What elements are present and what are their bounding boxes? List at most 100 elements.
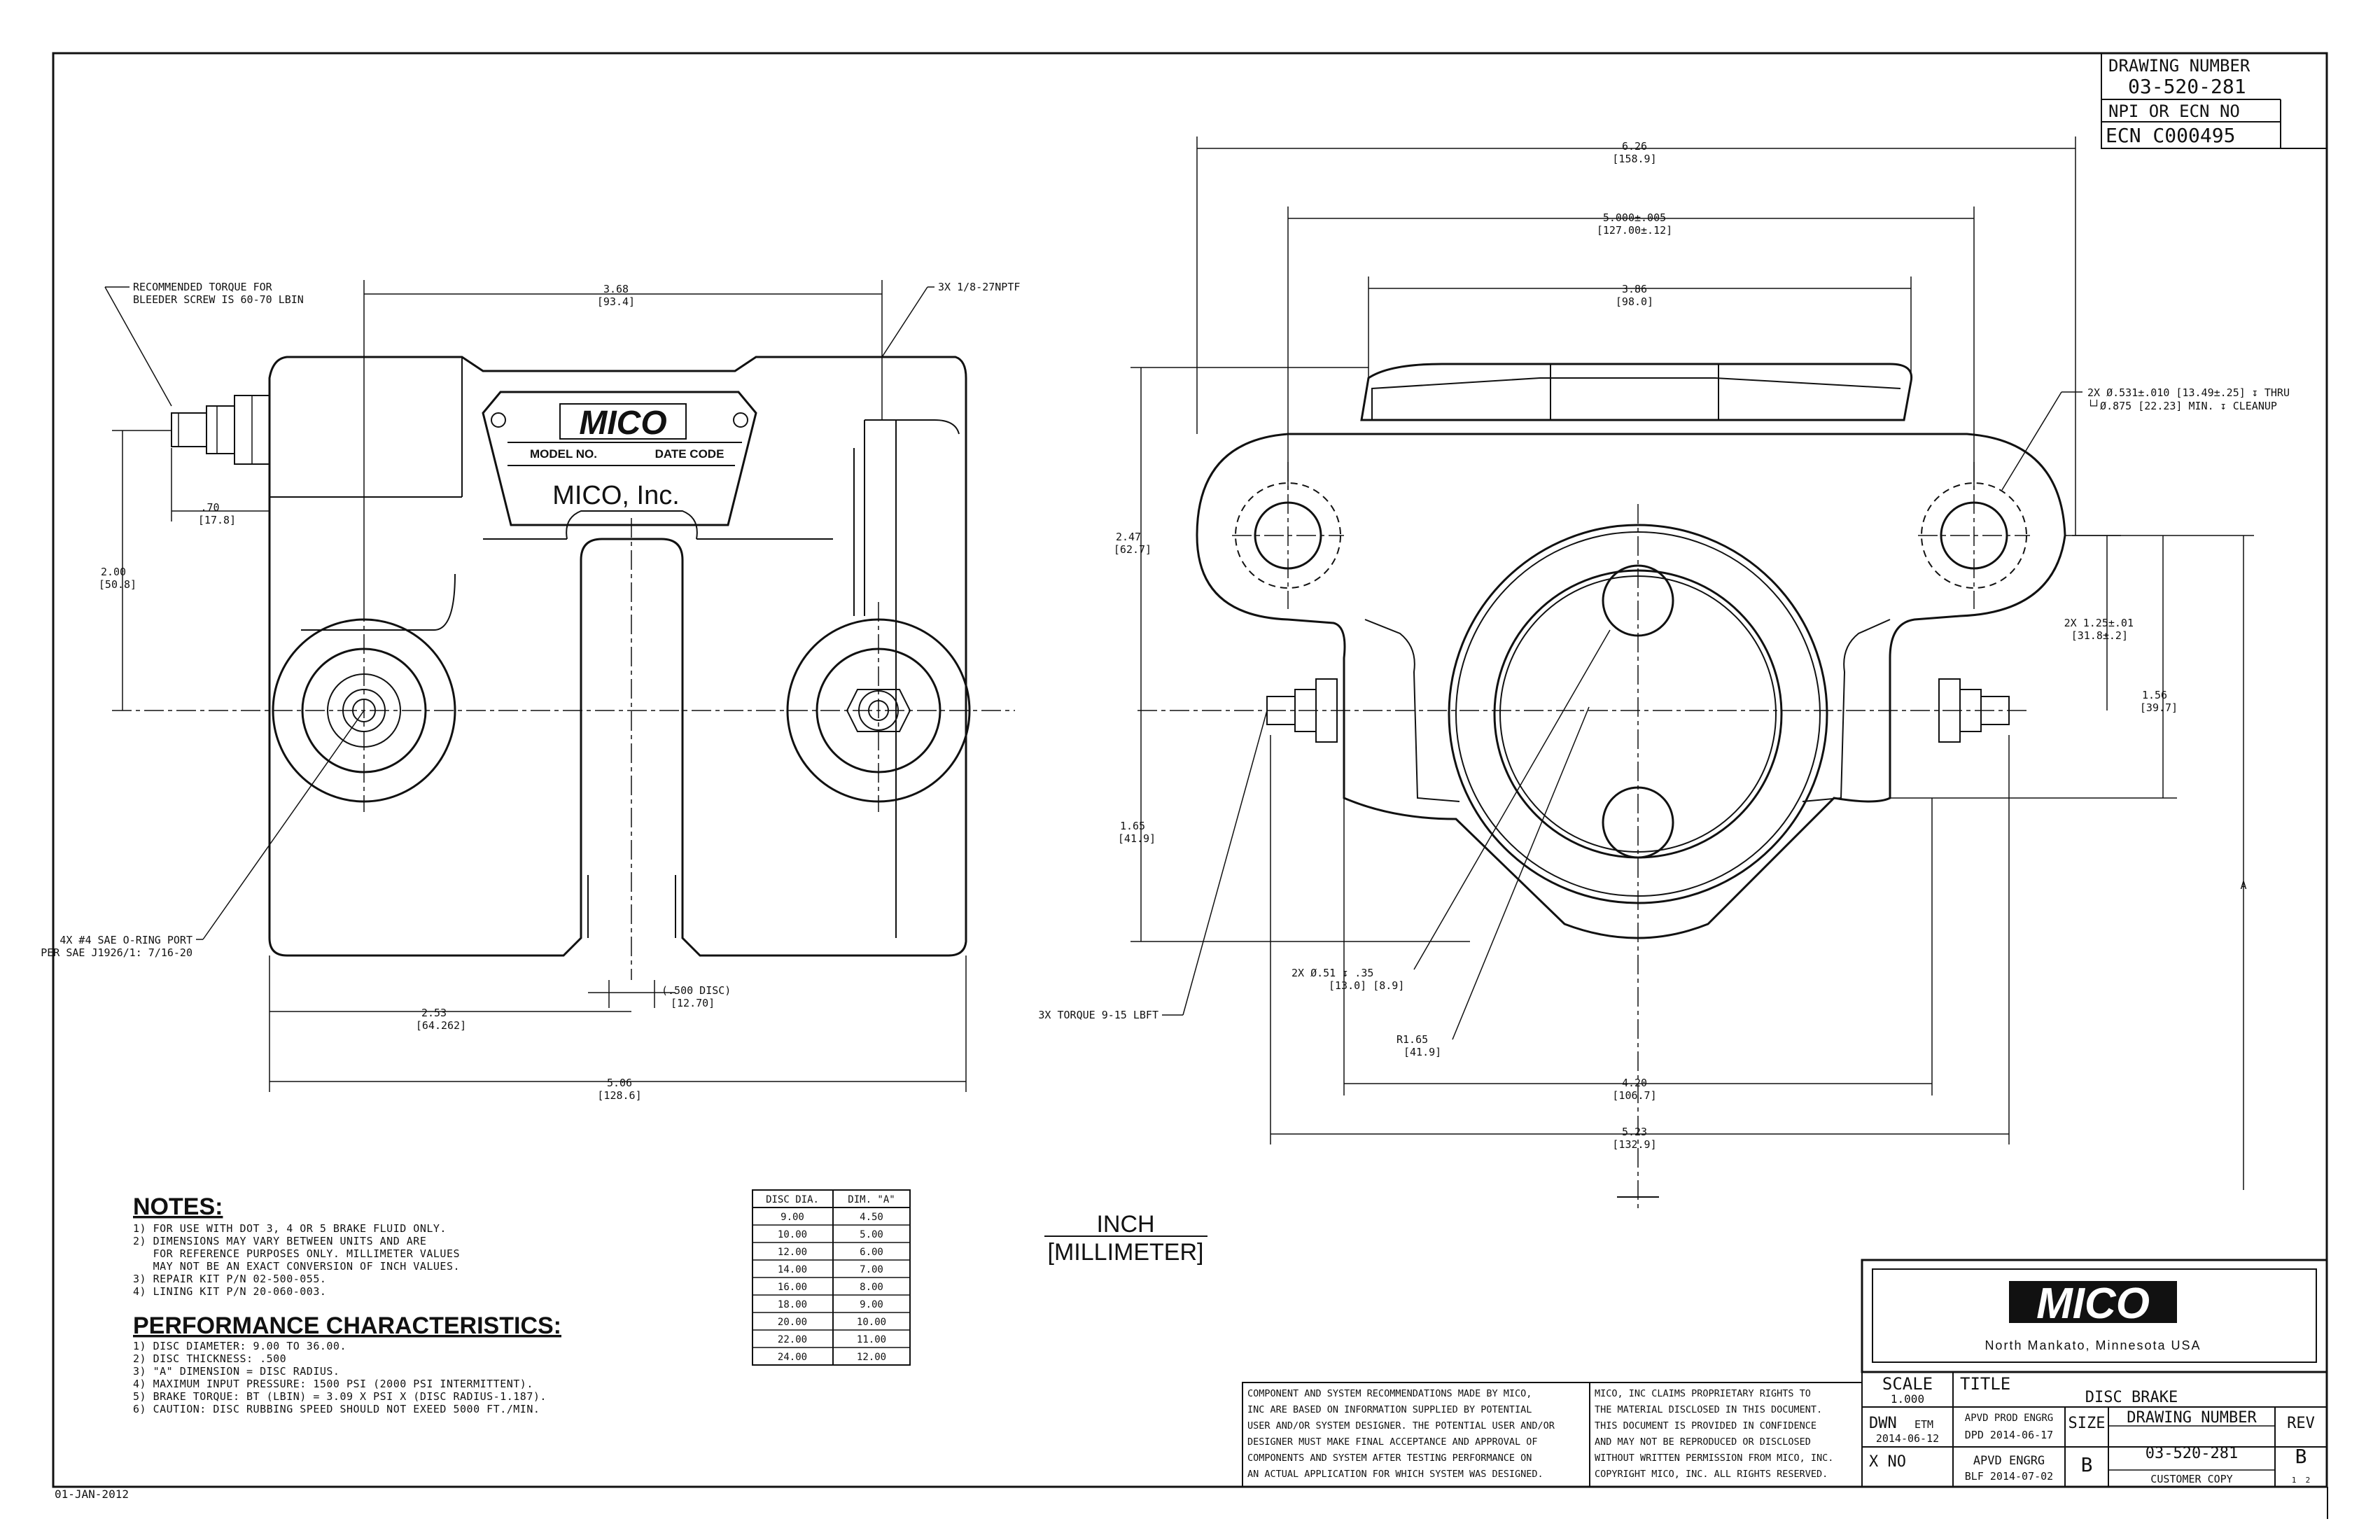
dim-a-cell: 11.00: [857, 1334, 886, 1345]
left-view: MICO MODEL NO. DATE CODE MICO, Inc.: [41, 280, 1020, 1102]
notes-line-2: 2) DIMENSIONS MAY VARY BETWEEN UNITS AND…: [133, 1235, 426, 1247]
legal-line: COPYRIGHT MICO, INC. ALL RIGHTS RESERVED…: [1595, 1469, 1828, 1480]
legal-line: USER AND/OR SYSTEM DESIGNER. THE POTENTI…: [1247, 1420, 1555, 1432]
dim-a-cell: 12.00: [857, 1352, 886, 1363]
plate-brand: MICO: [579, 405, 666, 442]
dim-a-cell: 9.00: [860, 1299, 883, 1310]
dim-523-mm: [132.9]: [1612, 1138, 1656, 1151]
dim-bleeder-mm: [17.8]: [198, 514, 236, 526]
legal-line: AN ACTUAL APPLICATION FOR WHICH SYSTEM W…: [1247, 1469, 1544, 1480]
dim-a-cell: 5.00: [860, 1229, 883, 1240]
legal-line: THIS DOCUMENT IS PROVIDED IN CONFIDENCE: [1595, 1420, 1816, 1432]
dim-125-in: 2X 1.25±.01: [2064, 617, 2134, 629]
rev-value: B: [2295, 1445, 2307, 1468]
name-plate: [482, 391, 757, 526]
plate-model: MODEL NO.: [530, 447, 597, 461]
disc-in: (.500 DISC): [662, 984, 731, 997]
disc-dia-cell: 10.00: [778, 1229, 807, 1240]
dim-half-mm: [64.262]: [416, 1019, 466, 1032]
dim-mount-mm: [127.00±.12]: [1597, 224, 1672, 237]
disc-table-header-2: DIM. "A": [848, 1194, 895, 1205]
performance-title: PERFORMANCE CHARACTERISTICS:: [133, 1312, 561, 1339]
dim-mount-in: 5.000±.005: [1603, 211, 1666, 224]
notes-line-1: 1) FOR USE WITH DOT 3, 4 OR 5 BRAKE FLUI…: [133, 1222, 447, 1235]
notes-line-3: FOR REFERENCE PURPOSES ONLY. MILLIMETER …: [133, 1247, 460, 1260]
hole-callout-line1: 2X Ø.531±.010 [13.49±.25] ↧ THRU: [2087, 386, 2290, 399]
disc-dia-cell: 20.00: [778, 1317, 807, 1328]
units-legend: INCH [MILLIMETER]: [1044, 1211, 1208, 1266]
legal-line: INC ARE BASED ON INFORMATION SUPPLIED BY…: [1247, 1404, 1532, 1415]
dim-overall-mm-r: [158.9]: [1612, 153, 1656, 165]
units-mm: [MILLIMETER]: [1048, 1239, 1204, 1266]
torque-note-line1: RECOMMENDED TORQUE FOR: [133, 281, 273, 293]
caliper-bracket: [1196, 433, 2066, 939]
disc-dia-cell: 14.00: [778, 1264, 807, 1275]
dim-a-cell: 4.50: [860, 1212, 883, 1223]
footer-date: 01-JAN-2012: [55, 1488, 129, 1501]
size-value: B: [2081, 1453, 2093, 1476]
dim-156-mm: [39.7]: [2140, 701, 2178, 714]
legal-line: MICO, INC CLAIMS PROPRIETARY RIGHTS TO: [1595, 1388, 1811, 1399]
dim-bleeder-in: .70: [200, 501, 219, 514]
perf-line-2: 2) DISC THICKNESS: .500: [133, 1352, 286, 1365]
bleeder-fitting: [171, 395, 270, 465]
drawing-number-box: DRAWING NUMBER 03-520-281 NPI OR ECN NO …: [2101, 52, 2328, 149]
units-inch: INCH: [1096, 1211, 1154, 1238]
disc-dia-cell: 9.00: [780, 1212, 804, 1223]
x-no: X NO: [1869, 1453, 1906, 1471]
perf-line-4: 4) MAXIMUM INPUT PRESSURE: 1500 PSI (200…: [133, 1378, 533, 1390]
pad-housing: [1360, 363, 1913, 421]
dim-420-mm: [106.7]: [1612, 1089, 1656, 1102]
dim-top-in: 2.47: [1116, 531, 1141, 543]
dim-125-mm: [31.8±.2]: [2071, 629, 2128, 642]
notes-line-4: MAY NOT BE AN EXACT CONVERSION OF INCH V…: [133, 1260, 460, 1273]
title-block: MICO North Mankato, Minnesota USA COMPON…: [1242, 1259, 2328, 1488]
disc-mm: [12.70]: [671, 997, 715, 1009]
oring-line2: PER SAE J1926/1: 7/16-20: [41, 946, 192, 959]
dim-height-in: 2.00: [101, 566, 126, 578]
apvd-engrg-value: BLF 2014-07-02: [1965, 1470, 2053, 1483]
dim-523-in: 5.23: [1622, 1126, 1647, 1138]
dim-156-in: 1.56: [2142, 689, 2167, 701]
hole-callout-line2: └┘Ø.875 [22.23] MIN. ↧ CLEANUP: [2087, 399, 2277, 412]
logo-text: MICO: [2036, 1280, 2150, 1328]
notes: NOTES: 1) FOR USE WITH DOT 3, 4 OR 5 BRA…: [133, 1194, 561, 1415]
perf-line-1: 1) DISC DIAMETER: 9.00 TO 36.00.: [133, 1340, 346, 1352]
right-view: 6.26 [158.9] 5.000±.005 [127.00±.12] 3.8…: [1038, 136, 2290, 1211]
notes-line-6: 4) LINING KIT P/N 20-060-003.: [133, 1285, 326, 1298]
oring-line1: 4X #4 SAE O-RING PORT: [59, 934, 192, 946]
dim-inner-mm: [98.0]: [1616, 295, 1653, 308]
dn-box-number: 03-520-281: [2128, 75, 2246, 98]
bore-callout-in: 2X Ø.51 ↧ .35: [1292, 967, 1373, 979]
sheet-border: [52, 52, 2328, 1488]
dim-a: A: [2240, 879, 2246, 892]
perf-line-6: 6) CAUTION: DISC RUBBING SPEED SHOULD NO…: [133, 1403, 540, 1415]
bore-callout-mm: [13.0] [8.9]: [1329, 979, 1404, 992]
disc-dia-cell: 24.00: [778, 1352, 807, 1363]
radius-in: R1.65: [1396, 1033, 1428, 1046]
torque-note-line2: BLEEDER SCREW IS 60-70 LBIN: [133, 293, 304, 306]
dim-inner-in: 3.86: [1622, 283, 1647, 295]
caliper-body-side: [268, 356, 967, 957]
apvd-prod-value: DPD 2014-06-17: [1965, 1429, 2053, 1441]
radius-mm: [41.9]: [1404, 1046, 1441, 1058]
apvd-prod-label: APVD PROD ENGRG: [1965, 1413, 2053, 1424]
dim-165-in: 1.65: [1120, 820, 1145, 832]
disc-table-header-1: DISC DIA.: [766, 1194, 819, 1205]
perf-line-5: 5) BRAKE TORQUE: BT (LBIN) = 3.09 X PSI …: [133, 1390, 547, 1403]
ecn-number: ECN C000495: [2106, 124, 2235, 147]
perf-line-3: 3) "A" DIMENSION = DISC RADIUS.: [133, 1365, 340, 1378]
dim-height-mm: [50.8]: [99, 578, 136, 591]
notes-title: NOTES:: [133, 1194, 223, 1220]
dim-420-in: 4.20: [1622, 1077, 1647, 1089]
torque-callout: 3X TORQUE 9-15 LBFT: [1038, 1009, 1158, 1021]
dim-width-mm: [93.4]: [597, 295, 635, 308]
dwn-date: 2014-06-12: [1876, 1432, 1939, 1445]
dim-a-cell: 6.00: [860, 1247, 883, 1258]
legal-line: AND MAY NOT BE REPRODUCED OR DISCLOSED: [1595, 1436, 1811, 1448]
disc-table: DISC DIA. DIM. "A" 9.00 4.50 10.00 5.00 12.0…: [752, 1189, 911, 1366]
scale-label: SCALE: [1882, 1374, 1933, 1394]
dim-a-cell: 8.00: [860, 1282, 883, 1293]
sheet-number: 1 2: [2292, 1476, 2311, 1485]
